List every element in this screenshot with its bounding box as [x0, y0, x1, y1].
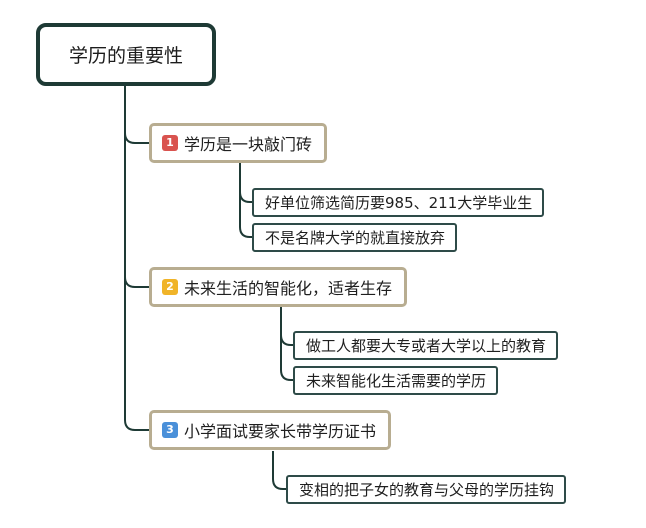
branch-3-subtopic-1[interactable]: 变相的把子女的教育与父母的学历挂钩: [286, 475, 567, 504]
branch-2-topic[interactable]: 2 未来生活的智能化，适者生存: [149, 267, 408, 307]
connector-branch-3-children: [272, 451, 286, 490]
branch-3-label: 小学面试要家长带学历证书: [184, 422, 377, 441]
branch-3-topic[interactable]: 3 小学面试要家长带学历证书: [149, 410, 392, 450]
priority-2-badge: 2: [162, 279, 178, 295]
connector-trunk: [124, 86, 149, 431]
branch-1-subtopic-1[interactable]: 好单位筛选简历要985、211大学毕业生: [252, 188, 545, 217]
connector-to-branch-1: [124, 132, 149, 144]
connector-to-branch-2: [124, 276, 149, 288]
branch-2-subtopic-1-label: 做工人都要大专或者大学以上的教育: [306, 337, 547, 355]
branch-2-subtopic-1[interactable]: 做工人都要大专或者大学以上的教育: [293, 331, 559, 360]
priority-1-badge: 1: [162, 135, 178, 151]
root-topic[interactable]: 学历的重要性: [36, 23, 216, 86]
branch-1-label: 学历是一块敲门砖: [184, 135, 313, 154]
priority-3-badge: 3: [162, 422, 178, 438]
connector-branch-2-children: [280, 307, 293, 381]
branch-2-subtopic-2[interactable]: 未来智能化生活需要的学历: [293, 366, 499, 395]
branch-1-subtopic-2-label: 不是名牌大学的就直接放弃: [265, 229, 446, 247]
branch-3-subtopic-1-label: 变相的把子女的教育与父母的学历挂钩: [299, 481, 555, 499]
branch-1-topic[interactable]: 1 学历是一块敲门砖: [149, 123, 328, 163]
branch-2-subtopic-2-label: 未来智能化生活需要的学历: [306, 372, 487, 390]
branch-1-subtopic-2[interactable]: 不是名牌大学的就直接放弃: [252, 223, 458, 252]
branch-2-label: 未来生活的智能化，适者生存: [184, 279, 393, 298]
connector-branch-1-children: [239, 163, 252, 238]
root-topic-label: 学历的重要性: [68, 45, 183, 67]
branch-1-subtopic-1-label: 好单位筛选简历要985、211大学毕业生: [265, 194, 533, 212]
